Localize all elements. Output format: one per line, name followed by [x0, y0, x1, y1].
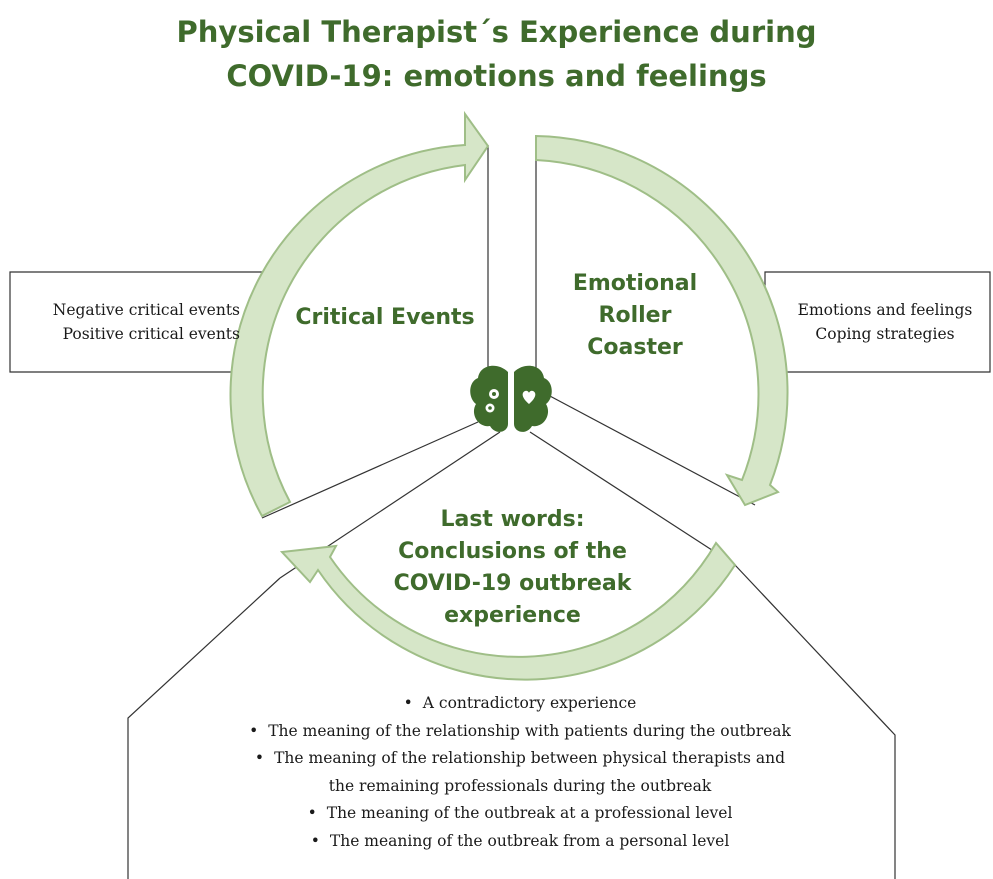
- title-line-1: Physical Therapist´s Experience during: [176, 15, 817, 49]
- title-line-2: COVID-19: emotions and feelings: [226, 59, 767, 93]
- bullet-icon: •: [310, 831, 320, 850]
- theme-last-words-line-3: COVID-19 outbreak: [393, 571, 632, 596]
- bottom-list-item-text: the remaining professionals during the o…: [328, 776, 712, 795]
- bottom-list-item-text: The meaning of the outbreak at a profess…: [326, 804, 733, 822]
- diagram-title: Physical Therapist´s Experience during C…: [0, 10, 993, 98]
- bullet-icon: •: [254, 749, 265, 767]
- bottom-list-item: • The meaning of the outbreak from a pers…: [130, 828, 910, 856]
- right-box-item: Emotions and feelings: [797, 301, 973, 319]
- right-box-item: Coping strategies: [815, 325, 955, 343]
- brain-icon: [470, 365, 552, 432]
- left-box-item: Positive critical events: [62, 325, 240, 343]
- divider-lower-left: [261, 421, 479, 519]
- left-box-list: Negative critical events Positive critic…: [30, 298, 240, 346]
- bullet-icon: •: [249, 721, 259, 740]
- theme-emotional-line-3: Coaster: [587, 335, 683, 360]
- arrow-critical-events: [229, 110, 490, 518]
- bottom-list-item: • The meaning of the outbreak at a profes…: [130, 800, 910, 828]
- theme-last-words-line-4: experience: [444, 603, 581, 628]
- bottom-box-list: •A contradictory experience •The meaning…: [130, 690, 910, 855]
- heart-icon: [522, 390, 536, 404]
- bottom-list-item-text: The meaning of the relationship between …: [274, 749, 786, 767]
- bullet-icon: •: [403, 694, 413, 712]
- left-box-item: Negative critical events: [52, 301, 240, 319]
- theme-last-words-line-2: Conclusions of the: [398, 539, 627, 564]
- theme-emotional-roller-coaster: Emotional Roller Coaster: [545, 268, 725, 364]
- bottom-list-item-text: The meaning of the relationship with pat…: [268, 721, 791, 740]
- bottom-list-item: • The meaning of the relationship with pa…: [130, 718, 910, 746]
- bottom-box: [127, 577, 281, 879]
- arrow-last-words: [279, 541, 737, 681]
- theme-last-words-line-1: Last words:: [440, 507, 585, 532]
- theme-emotional-line-1: Emotional: [572, 271, 698, 296]
- right-box-list: Emotions and feelings Coping strategies: [785, 298, 985, 346]
- bottom-list-item-continuation: the remaining professionals during the o…: [130, 773, 910, 801]
- bottom-list-item-text: A contradictory experience: [422, 694, 637, 712]
- theme-critical-events: Critical Events: [290, 302, 480, 334]
- theme-critical-events-label: Critical Events: [295, 305, 475, 330]
- theme-emotional-line-2: Roller: [598, 303, 672, 328]
- arrow-emotional-roller-coaster: [535, 134, 789, 507]
- bottom-list-item: • The meaning of the relationship between…: [130, 745, 910, 773]
- divider-lower-right-2: [529, 431, 736, 566]
- bottom-list-item: • A contradictory experience: [130, 690, 910, 718]
- bottom-list-item-text: The meaning of the outbreak from a perso…: [329, 831, 730, 850]
- bottom-box-right: [734, 564, 896, 879]
- bullet-icon: •: [307, 804, 317, 822]
- divider-lower-right: [547, 394, 756, 506]
- gears-icon: [485, 389, 499, 413]
- theme-last-words: Last words: Conclusions of the COVID-19 …: [370, 504, 655, 632]
